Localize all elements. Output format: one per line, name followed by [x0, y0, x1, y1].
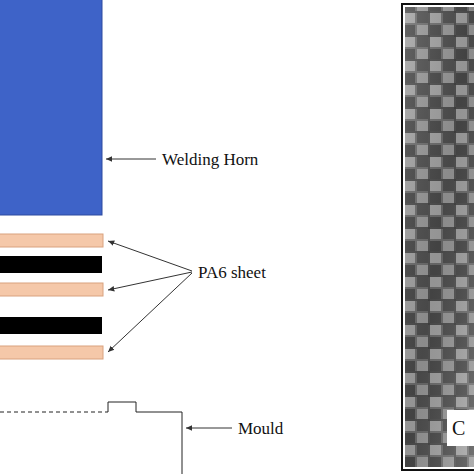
pa6-sheet — [0, 346, 103, 359]
welding-horn — [0, 0, 102, 215]
photo-label: C — [452, 418, 465, 438]
leader-arrow — [108, 241, 192, 271]
fibre-layer — [0, 317, 102, 334]
callout-label: PA6 sheet — [198, 264, 266, 281]
mould-outline — [108, 402, 182, 474]
fibre-layer — [0, 256, 102, 273]
callout-label: Welding Horn — [162, 151, 258, 168]
photo-shading — [405, 7, 474, 467]
leader-arrow — [186, 428, 232, 429]
leader-arrow — [106, 159, 156, 160]
pa6-sheet — [0, 234, 103, 247]
pa6-sheet — [0, 283, 103, 296]
photo-frame — [402, 4, 474, 470]
callout-label: Mould — [238, 420, 283, 437]
leader-arrow — [108, 273, 192, 352]
leader-arrow — [108, 272, 192, 290]
fabric-photo — [405, 7, 474, 467]
mould-cavity-line — [0, 412, 108, 413]
photo-label-box — [447, 410, 474, 446]
